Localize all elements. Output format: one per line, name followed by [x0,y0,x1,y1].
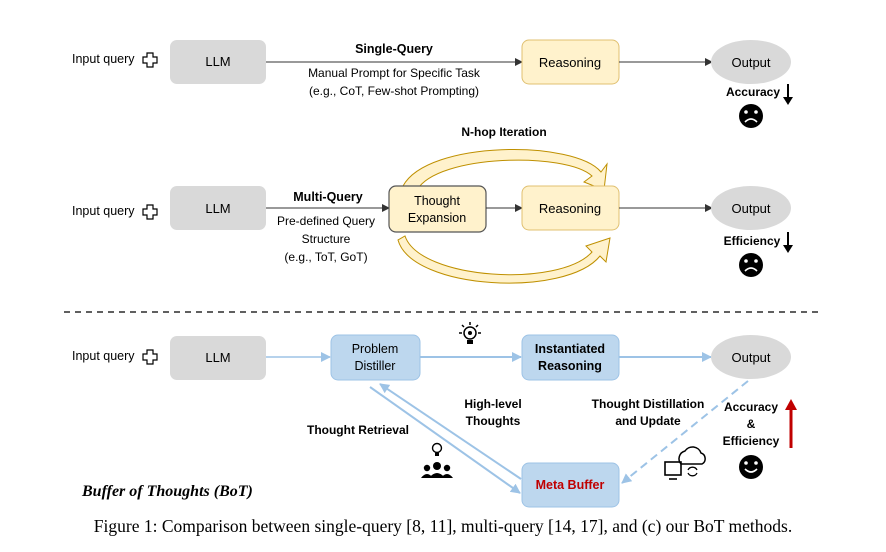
meta-buffer-box [521,462,620,508]
single-query-desc-2: (e.g., CoT, Few-shot Prompting) [309,84,479,98]
reasoning-label: Reasoning [539,55,601,70]
multi-query-desc-1: Pre-defined Query [277,214,375,228]
output-ellipse [711,40,791,84]
distill-update-label-2: and Update [615,414,681,428]
multi-query-desc-3: (e.g., ToT, GoT) [284,250,367,264]
llm-label: LLM [205,350,230,365]
loop-label: N-hop Iteration [461,125,546,139]
input-plus-icon [142,52,158,68]
cloud-sync-icon [664,446,706,480]
input-query-label: Input query [72,349,135,363]
instantiated-label-2: Reasoning [538,359,602,373]
bot-title: Buffer of Thoughts (BoT) [82,483,253,500]
upper-loop-arrow [402,149,608,191]
accuracy-label: Accuracy [726,85,780,99]
high-level-thoughts-arrow [369,386,521,494]
row-single-query: Input query LLM Single-Query Manual Prom… [72,39,793,128]
reasoning-label: Reasoning [539,201,601,216]
output-label: Output [731,201,770,216]
multi-query-desc-2: Structure [302,232,351,246]
input-plus-icon [142,204,158,220]
sad-face-icon [739,253,763,277]
thought-distillation-arrow [621,380,749,484]
lower-loop-arrow [397,235,611,284]
output-label: Output [731,350,770,365]
output-ellipse [711,335,791,379]
multi-query-title: Multi-Query [293,190,362,204]
input-plus-icon [142,349,158,365]
thought-retrieval-arrow [379,383,522,480]
input-query-label: Input query [72,52,135,66]
distill-update-label-1: Thought Distillation [592,397,705,411]
figure-caption: Figure 1: Comparison between single-quer… [93,516,793,536]
instantiated-label-1: Instantiated [535,342,605,356]
thought-expansion-label-1: Thought [414,194,460,208]
row-multi-query: N-hop Iteration Input query LLM Multi-Qu… [72,125,793,284]
llm-label: LLM [205,201,230,216]
down-arrow-icon [783,232,793,253]
thought-retrieval-label: Thought Retrieval [307,423,409,437]
thought-expansion-label-2: Expansion [408,211,466,225]
sad-face-icon [739,104,763,128]
output-label: Output [731,55,770,70]
accuracy-label: Accuracy [724,400,778,414]
ampersand-label: & [747,417,756,431]
high-level-label-2: Thoughts [466,414,521,428]
output-ellipse [711,186,791,230]
llm-label: LLM [205,54,230,69]
single-query-title: Single-Query [355,42,433,56]
llm-box [170,336,266,380]
single-query-desc-1: Manual Prompt for Specific Task [308,66,481,80]
problem-distiller-label-2: Distiller [355,359,396,373]
row-bot: Input query LLM Problem Distiller Instan… [72,322,797,508]
llm-box [170,40,266,84]
problem-distiller-label-1: Problem [352,342,399,356]
meta-buffer-label: Meta Buffer [536,478,605,492]
team-idea-icon [421,442,453,478]
lightbulb-gear-icon [459,322,481,344]
happy-face-icon [739,455,763,479]
llm-box [170,186,266,230]
input-query-label: Input query [72,204,135,218]
efficiency-label: Efficiency [724,234,781,248]
up-arrow-icon [785,399,797,448]
efficiency-label: Efficiency [723,434,780,448]
down-arrow-icon [783,84,793,105]
thought-expansion-box [388,185,487,233]
high-level-label-1: High-level [464,397,521,411]
